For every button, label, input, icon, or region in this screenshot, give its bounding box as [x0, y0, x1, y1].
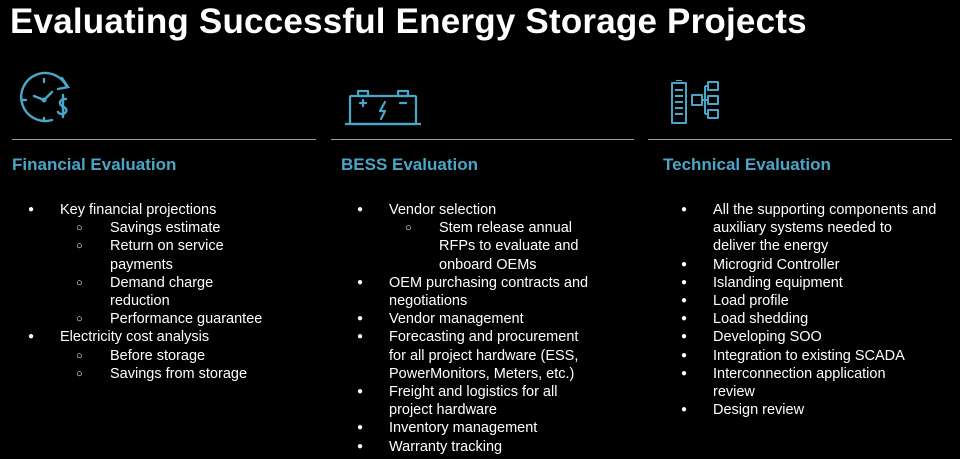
list-item: Key financial projections Savings estima… [12, 201, 262, 329]
list-item: All the supporting components and auxili… [665, 201, 938, 256]
sub-list-item: Demand charge reduction [60, 274, 230, 310]
sub-list-item: Savings estimate [60, 219, 262, 237]
list-item: Inventory management [341, 419, 631, 437]
bess-evaluation-column: BESS Evaluation Vendor selection Stem re… [331, 66, 634, 456]
sub-list-item: Savings from storage [60, 365, 262, 383]
sub-list-item: Performance guarantee [60, 310, 262, 328]
column-divider [331, 139, 634, 140]
sub-list-item: Before storage [60, 347, 262, 365]
list-item: Electricity cost analysis Before storage… [12, 328, 262, 383]
column-title: BESS Evaluation [341, 155, 478, 174]
page-title: Evaluating Successful Energy Storage Pro… [10, 2, 807, 41]
sub-list-item: Stem release annual RFPs to evaluate and… [389, 219, 589, 274]
list-item: Load profile [665, 292, 950, 310]
list-item: Microgrid Controller [665, 256, 950, 274]
financial-evaluation-column: Financial Evaluation Key financial proje… [12, 66, 316, 383]
list-item: OEM purchasing contracts and negotiation… [341, 274, 604, 310]
list-item: Vendor selection Stem release annual RFP… [341, 201, 631, 274]
icon-area [12, 66, 316, 138]
list-item: Vendor management [341, 310, 631, 328]
column-divider [12, 139, 316, 140]
system-hierarchy-icon [671, 80, 719, 124]
column-divider [648, 139, 952, 140]
financial-list: Key financial projections Savings estima… [12, 201, 262, 383]
sub-list-item: Return on service payments [60, 237, 250, 273]
clock-dollar-icon [19, 71, 70, 123]
list-item: Design review [665, 401, 950, 419]
icon-area [331, 66, 634, 138]
list-item: Freight and logistics for all project ha… [341, 383, 569, 419]
icon-area [648, 66, 952, 138]
list-item: Interconnection application review [665, 365, 908, 401]
technical-list: All the supporting components and auxili… [665, 201, 950, 420]
list-item: Integration to existing SCADA [665, 347, 950, 365]
bess-list: Vendor selection Stem release annual RFP… [341, 201, 631, 456]
column-title: Technical Evaluation [663, 155, 831, 174]
battery-icon [345, 89, 421, 126]
list-item: Developing SOO [665, 328, 950, 346]
list-item: Load shedding [665, 310, 950, 328]
technical-evaluation-column: Technical Evaluation All the supporting … [648, 66, 952, 420]
column-title: Financial Evaluation [12, 155, 177, 174]
list-item: Islanding equipment [665, 274, 950, 292]
list-item: Warranty tracking [341, 438, 631, 456]
list-item: Forecasting and procurement for all proj… [341, 328, 594, 383]
